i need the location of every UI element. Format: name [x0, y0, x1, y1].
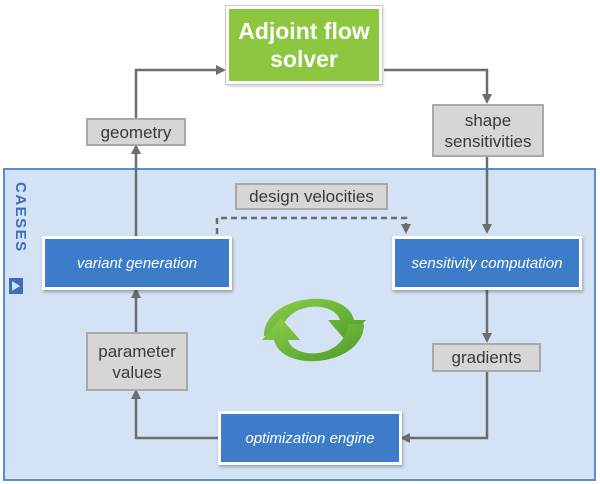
parameter-label-line2: values [112, 362, 162, 382]
design-velocities-text: design velocities [249, 187, 374, 206]
gradients-label: gradients [432, 343, 541, 372]
parameter-label-line1: parameter [98, 341, 176, 361]
variant-generation-box: variant generation [42, 236, 232, 290]
design-velocities-label: design velocities [235, 183, 388, 210]
shape-label-line2: sensitivities [444, 131, 532, 151]
arrow-engine-to-parameter [131, 389, 218, 440]
refresh-cycle-icon [262, 298, 366, 362]
cycle-arc-bottom [262, 318, 364, 362]
sensitivity-computation-text: sensitivity computation [411, 254, 563, 272]
parameter-values-label: parameter values [86, 332, 188, 391]
shape-sensitivities-label: shape sensitivities [432, 104, 544, 157]
arrow-design-velocities [215, 216, 411, 234]
gradients-text: gradients [451, 348, 522, 367]
geometry-label-text: geometry [100, 122, 172, 142]
sensitivity-computation-box: sensitivity computation [392, 236, 582, 290]
caeses-logo: CAESES [9, 182, 26, 294]
geometry-label: geometry [86, 118, 186, 146]
adjoint-flow-solver-box: Adjoint flow solver [226, 6, 382, 84]
optimization-engine-text: optimization engine [245, 429, 375, 447]
arrow-solver-to-shape [384, 68, 492, 104]
solver-title-line1: Adjoint flow [238, 18, 370, 44]
variant-generation-text: variant generation [76, 254, 198, 272]
arrow-geometry-to-solver [134, 65, 226, 120]
caeses-logo-text: CAESES [12, 182, 26, 253]
caeses-logo-icon [9, 278, 23, 294]
arrow-gradients-to-engine [400, 372, 489, 443]
cycle-arc-top [264, 298, 366, 342]
shape-label-line1: shape [464, 110, 512, 130]
solver-title-line2: solver [270, 46, 338, 72]
optimization-engine-box: optimization engine [218, 411, 402, 465]
